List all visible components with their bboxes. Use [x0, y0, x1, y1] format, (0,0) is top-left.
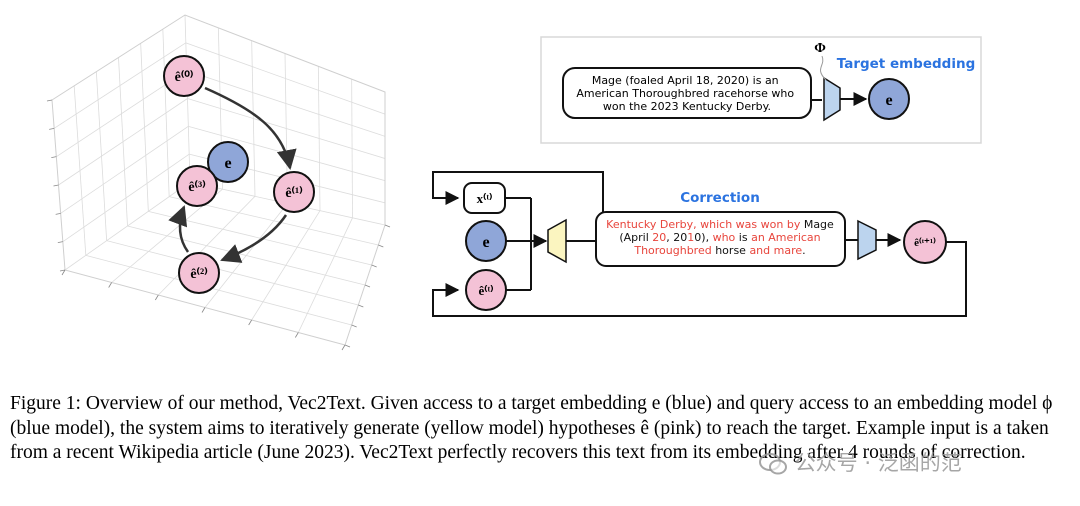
node-e1-label: ê⁽¹⁾	[285, 186, 302, 201]
hypothesis-segment: 1	[687, 231, 694, 244]
input-line-3: won the 2023 Kentucky Derby.	[603, 100, 771, 113]
grid-line	[64, 181, 191, 271]
axis-tick	[294, 332, 299, 338]
correction-node-et-label: ê⁽ᵗ⁾	[479, 283, 494, 298]
target-embedding-title: Target embedding	[837, 56, 975, 72]
axis-tick	[46, 99, 53, 102]
hypothesis-segment: an American	[751, 231, 821, 244]
input-line-2: American Thoroughbred racehorse who	[576, 87, 794, 100]
feedback-xt-loop	[432, 171, 604, 212]
xt-text-box	[463, 182, 506, 214]
axis-tick	[53, 184, 59, 187]
hypothesis-segment: and mare	[749, 244, 802, 257]
xt-label: x⁽ᵗ⁾	[477, 191, 493, 206]
grid-line	[297, 217, 353, 333]
grid-line	[251, 210, 321, 321]
hypothesis-line-1: Kentucky Derby, which was won by Mage	[606, 218, 834, 231]
grid-line	[140, 43, 149, 212]
hypothesis-segment: Mage	[804, 218, 834, 231]
corrector-model	[547, 218, 567, 264]
hypothesis-segment: , 20	[666, 231, 687, 244]
figure-caption: Figure 1: Overview of our method, Vec2Te…	[10, 393, 1053, 463]
feedback-output-loop	[432, 241, 967, 317]
grid-line	[351, 79, 353, 218]
axis-tick	[51, 156, 57, 159]
axes-frame	[51, 14, 386, 225]
method-overview-figure: ê⁽⁰⁾ e ê⁽³⁾ ê⁽¹⁾ ê⁽²⁾ Mage (foaled April…	[46, 14, 982, 351]
axes-frame-bottom	[51, 99, 346, 346]
phi-leader	[820, 55, 827, 81]
axis-tick	[351, 324, 357, 328]
node-e0-label: ê⁽⁰⁾	[175, 70, 194, 85]
hypothesis-segment: .	[802, 244, 806, 257]
hypothesis-segment: 0),	[694, 231, 712, 244]
axis-tick	[371, 264, 377, 268]
axis-tick	[154, 294, 159, 301]
node-e2: ê⁽²⁾	[178, 252, 220, 294]
hypothesis-text: Kentucky Derby, which was won by Mage(Ap…	[606, 218, 834, 257]
embedding-model-phi-2	[857, 219, 877, 261]
axis-tick	[364, 284, 371, 288]
arrow-e1-to-e2	[220, 214, 288, 263]
hypothesis-text-box	[595, 211, 846, 267]
target-node-e	[868, 78, 910, 120]
axis-tick	[341, 344, 346, 351]
hypothesis-segment: who	[713, 231, 736, 244]
phi-label: Φ	[814, 41, 826, 56]
grid-line	[62, 153, 190, 242]
target-embedding-panel: Mage (foaled April 18, 2020) is an Ameri…	[540, 36, 982, 144]
input-line-1: Mage (foaled April 18, 2020) is an	[592, 74, 779, 87]
axis-tick	[49, 127, 55, 130]
node-e3-label: ê⁽³⁾	[188, 180, 205, 195]
correction-title: Correction	[680, 190, 760, 206]
input-text-box	[562, 67, 812, 119]
axis-tick	[344, 344, 351, 348]
axis-tick	[55, 212, 61, 215]
input-text: Mage (foaled April 18, 2020) is an Ameri…	[576, 74, 797, 113]
hypothesis-segment: (April	[619, 231, 652, 244]
axes-3d: ê⁽⁰⁾ e ê⁽³⁾ ê⁽¹⁾ ê⁽²⁾	[46, 14, 391, 351]
node-e3: ê⁽³⁾	[176, 165, 218, 207]
hypothesis-segment: Kentucky Derby, which was won by	[606, 218, 804, 231]
trajectory-arrows	[168, 86, 297, 263]
hypothesis-segment: is	[735, 231, 751, 244]
axis-tick	[57, 241, 63, 244]
axis-tick	[384, 224, 391, 228]
correction-node-et	[465, 269, 507, 311]
correction-panel: x⁽ᵗ⁾ e ê⁽ᵗ⁾ Correction Kentucky Derby, w…	[432, 171, 967, 317]
embedding-model-phi	[823, 76, 841, 122]
output-node-label: ê⁽ᵗ⁺¹⁾	[914, 237, 936, 249]
output-node-et1	[903, 220, 947, 264]
axis-tick	[59, 269, 66, 272]
arrow-e0-to-e1	[204, 86, 297, 170]
hypothesis-segment: horse	[712, 244, 750, 257]
target-panel-frame	[540, 36, 982, 144]
node-e0: ê⁽⁰⁾	[163, 55, 205, 97]
node-e-label: e	[224, 155, 231, 172]
axis-tick	[201, 307, 206, 313]
axis-tick	[61, 269, 66, 276]
axis-tick	[378, 244, 384, 248]
node-e1: ê⁽¹⁾	[273, 171, 315, 213]
target-node-label: e	[885, 92, 892, 109]
node-e2-label: ê⁽²⁾	[190, 267, 207, 282]
axis-tick	[248, 319, 253, 326]
axis-tick	[108, 282, 113, 288]
axis-tick	[358, 304, 364, 308]
hypothesis-line-2: (April 20, 2010), who is an American	[619, 231, 820, 244]
hypothesis-segment: 20	[652, 231, 666, 244]
node-e: e	[207, 141, 249, 183]
arrow-e2-to-e3	[168, 205, 190, 253]
hypothesis-segment: Thoroughbred	[633, 244, 711, 257]
correction-node-e-label: e	[482, 234, 489, 251]
hypothesis-line-3: Thoroughbred horse and mare.	[633, 244, 805, 257]
correction-node-e	[465, 220, 507, 262]
grid-line	[184, 14, 191, 183]
